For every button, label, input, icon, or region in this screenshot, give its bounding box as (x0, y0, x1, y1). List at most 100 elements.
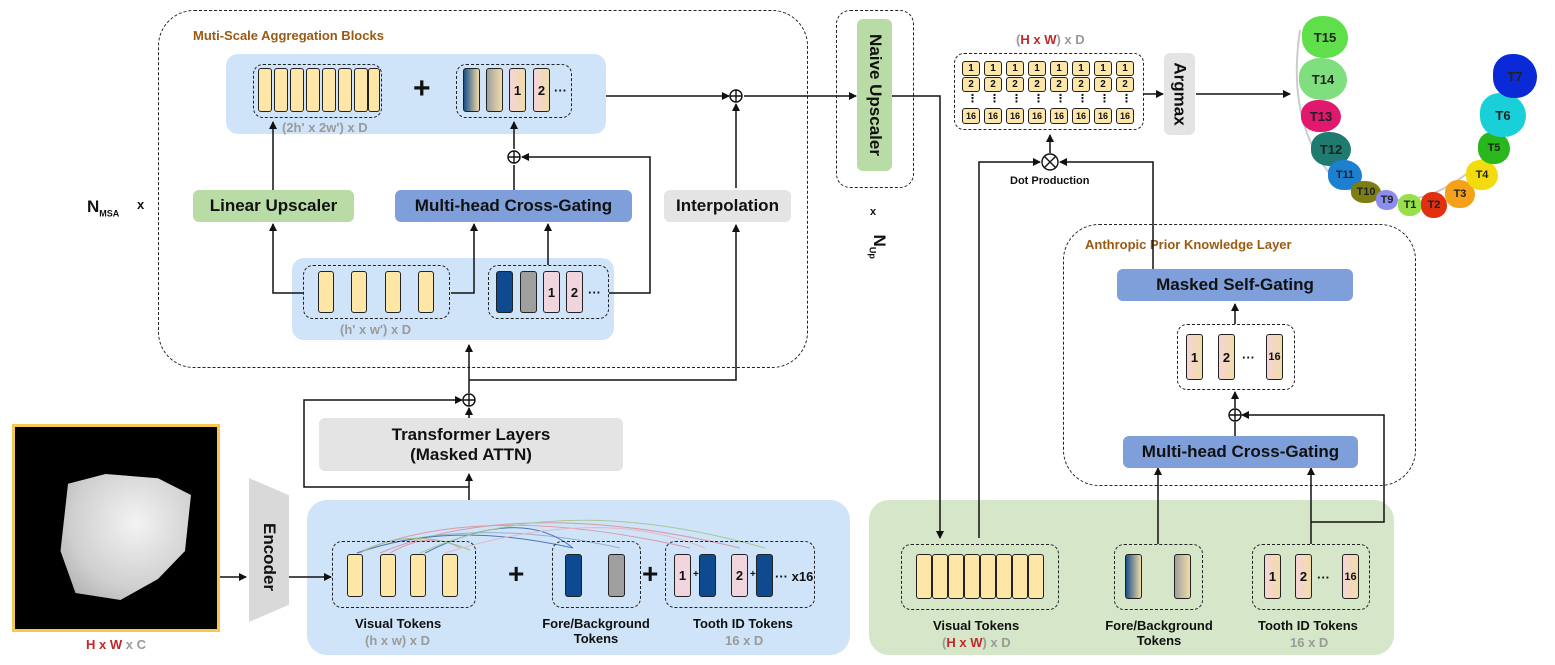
right-tooth-token: 1 (1264, 554, 1281, 599)
right-tooth-group (1252, 544, 1370, 610)
upscaled-token-group (253, 64, 382, 118)
apk-layer-title: Anthropic Prior Knowledge Layer (1085, 237, 1292, 252)
tooth-embed-token (756, 554, 773, 597)
up-token (290, 68, 304, 112)
tooth-id-16: 16 (1344, 570, 1357, 583)
matrix-cell: 2 (1116, 77, 1134, 92)
arrow-sum-interp (469, 224, 740, 381)
matrix-dots: ⋮ (1121, 93, 1132, 105)
masked-self-gating-label: Masked Self-Gating (1156, 275, 1314, 294)
plus-sign: + (413, 72, 431, 105)
dots-label: ··· (1242, 350, 1255, 365)
right-tooth-token: 16 (1342, 554, 1359, 599)
dot-production-label: Dot Production (1010, 175, 1090, 187)
mid-visual-token (318, 271, 334, 313)
naive-upscaler-region (836, 10, 914, 188)
matrix-cell: 1 (984, 61, 1002, 76)
mid-visual-token (351, 271, 367, 313)
transformer-box: Transformer Layers (Masked ATTN) (319, 418, 623, 471)
mid-tooth-token: 1 (543, 271, 560, 313)
cross-gating-bottom-box: Multi-head Cross-Gating (1123, 436, 1358, 468)
x16-label: ··· x16 (775, 569, 814, 584)
arrow-naive-visual (892, 95, 944, 539)
tooth-t9: T9 (1376, 190, 1398, 210)
tooth-id-2: 2 (570, 284, 579, 300)
right-tooth-label: Tooth ID Tokens (1258, 618, 1358, 633)
right-visual-dim: (H x W) x D (942, 635, 1011, 650)
n-up-label: NUp (867, 234, 889, 259)
tooth-dim-label: 16 x D (725, 633, 764, 648)
right-visual-token (932, 554, 948, 599)
tooth-t1: T1 (1398, 194, 1422, 216)
tooth-t6: T6 (1480, 93, 1526, 137)
tooth-id-2: 2 (1299, 569, 1308, 584)
right-visual-token (916, 554, 932, 599)
visual-dim-label: (h x w) x D (365, 633, 431, 648)
matrix-cell: 2 (1006, 77, 1024, 92)
matrix-dots: ⋮ (1099, 93, 1110, 105)
naive-upscaler-label: Naive Upscaler (865, 34, 885, 156)
plus-small: + (750, 569, 756, 580)
apk-token: 1 (1186, 334, 1203, 380)
arrow-residual-crossgate (521, 153, 651, 294)
matrix-cell: 16 (1028, 108, 1046, 124)
hw-dim-label: (H x W) x D (1016, 32, 1085, 47)
encoder-label: Encoder (260, 523, 279, 592)
up-token (368, 68, 380, 112)
matrix-cell: 16 (984, 108, 1002, 124)
n-msa-label: NMSA (87, 197, 120, 219)
mid-back-token (520, 271, 537, 313)
apk-token: 16 (1266, 334, 1283, 380)
matrix-dots: ⋮ (989, 93, 1000, 105)
mid-visual-group (303, 265, 450, 319)
plus-sign: + (508, 558, 525, 589)
right-visual-group (901, 544, 1059, 610)
matrix-cell: 2 (984, 77, 1002, 92)
cross-gating-top-box: Multi-head Cross-Gating (395, 190, 632, 222)
input-image (12, 424, 220, 632)
visual-token-group (332, 541, 476, 608)
matrix-dots: ⋮ (967, 93, 978, 105)
encoder-shape (249, 478, 289, 622)
matrix-cell: 1 (1072, 61, 1090, 76)
fore-token-gated (463, 68, 480, 112)
cross-gating-top-label: Multi-head Cross-Gating (414, 196, 613, 215)
matrix-cell: 16 (1006, 108, 1024, 124)
matrix-dots: ⋮ (1055, 93, 1066, 105)
argmax-box: Argmax (1164, 53, 1195, 135)
tooth-t2: T2 (1421, 192, 1447, 218)
right-visual-token (980, 554, 996, 599)
matrix-dots: ⋮ (1033, 93, 1044, 105)
tooth-id-2: 2 (735, 568, 744, 583)
matrix-cell: 1 (1006, 61, 1024, 76)
arrow-mid-linear (269, 223, 303, 294)
matrix-cell: 1 (962, 61, 980, 76)
matrix-cell: 2 (1050, 77, 1068, 92)
linear-upscaler-label: Linear Upscaler (209, 196, 338, 215)
tooth-id-2: 2 (1222, 349, 1231, 365)
msa-block-region (158, 10, 808, 368)
matrix-cell: 2 (1028, 77, 1046, 92)
right-visual-token (996, 554, 1012, 599)
matrix-cell: 2 (1094, 77, 1112, 92)
tooth-id-1: 1 (1190, 349, 1199, 365)
arrow-visual-dot (978, 158, 1041, 538)
tooth-id-1: 1 (678, 568, 687, 583)
arrow-apk-dot (1059, 158, 1154, 270)
matrix-cell: 1 (1028, 61, 1046, 76)
tooth-t10: T10 (1351, 181, 1381, 203)
n-msa-x: x (137, 197, 145, 212)
right-fore-group (1114, 544, 1203, 610)
visual-token (410, 554, 426, 597)
visual-token (347, 554, 363, 597)
msa-block-title: Muti-Scale Aggregation Blocks (193, 28, 384, 43)
apk-token: 2 (1218, 334, 1235, 380)
tooth-t7: T7 (1493, 54, 1537, 98)
matrix-cell: 16 (1072, 108, 1090, 124)
mid-extra-group (488, 265, 609, 319)
tooth-token-gated: 2 (533, 68, 550, 112)
dental-model-image (60, 474, 191, 600)
right-tooth-dim: 16 x D (1290, 635, 1329, 650)
